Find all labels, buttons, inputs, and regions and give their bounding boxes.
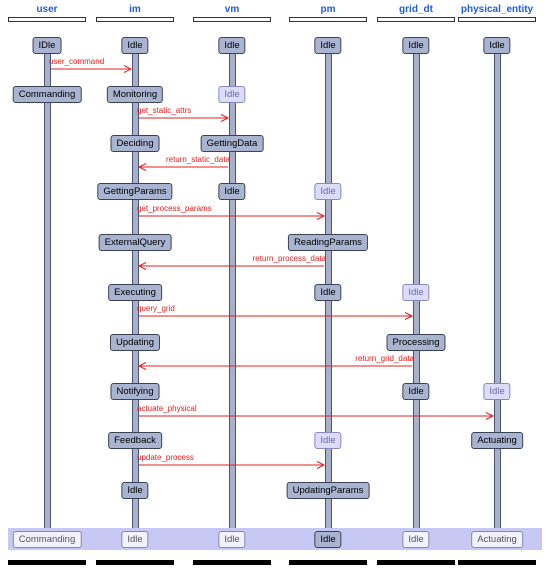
lifeline-user [43, 52, 51, 528]
message-label: get_process_params [137, 204, 212, 213]
state-box: Notifying [110, 383, 160, 400]
state-box: Idle [314, 37, 342, 54]
final-state-box: Idle [121, 531, 149, 548]
state-box: Updating [109, 334, 161, 351]
final-state-box: Idle [314, 531, 342, 548]
lifeline-vm [228, 52, 236, 528]
message-label: return_grid_data [355, 354, 414, 363]
state-box: Idle [483, 37, 511, 54]
state-box: Idle [402, 37, 430, 54]
lifeline-head-bar [96, 17, 174, 22]
lifeline-header-im: im [129, 4, 141, 15]
lifeline-foot-bar [289, 560, 367, 565]
lifeline-foot-bar [193, 560, 271, 565]
state-box: IDle [32, 37, 62, 54]
message-label: return_process_data [252, 254, 326, 263]
state-box: Idle [121, 37, 149, 54]
lifeline-header-physical-entity: physical_entity [460, 4, 534, 15]
state-box: GettingData [200, 135, 264, 152]
lifeline-foot-bar [96, 560, 174, 565]
message-label: query_grid [137, 304, 175, 313]
state-box: Deciding [110, 135, 160, 152]
message-arrow [139, 412, 495, 420]
lifeline-header-grid-dt: grid_dt [399, 4, 433, 15]
state-box: Idle [218, 86, 246, 103]
lifeline-physical-entity [493, 52, 501, 528]
lifeline-foot-bar [458, 560, 536, 565]
state-box: Idle [402, 284, 430, 301]
state-box: Actuating [471, 432, 523, 449]
lifeline-head-bar [193, 17, 271, 22]
message-arrow [139, 461, 326, 469]
state-box: Idle [314, 183, 342, 200]
final-state-box: Commanding [12, 531, 82, 548]
state-box: Executing [108, 284, 162, 301]
message-label: get_static_attrs [137, 106, 192, 115]
state-box: Idle [121, 482, 149, 499]
message-arrow [51, 65, 133, 73]
final-state-box: Actuating [471, 531, 523, 548]
state-box: Idle [314, 284, 342, 301]
state-box: Idle [314, 432, 342, 449]
final-state-box: Idle [218, 531, 246, 548]
lifeline-header-vm: vm [224, 4, 240, 15]
message-arrow [137, 163, 228, 171]
message-arrow [137, 362, 412, 370]
message-label: actuate_physical [137, 404, 197, 413]
state-box: ReadingParams [287, 234, 369, 251]
state-box: Idle [402, 383, 430, 400]
state-box: Processing [386, 334, 446, 351]
lifeline-head-bar [377, 17, 455, 22]
state-box: Monitoring [106, 86, 164, 103]
final-state-box: Idle [402, 531, 430, 548]
lifeline-foot-bar [377, 560, 455, 565]
message-arrow [139, 212, 326, 220]
lifeline-foot-bar [8, 560, 86, 565]
state-box: ExternalQuery [98, 234, 172, 251]
message-label: update_process [137, 453, 194, 462]
lifeline-header-pm: pm [320, 4, 336, 15]
lifeline-header-user: user [36, 4, 58, 15]
lifeline-head-bar [289, 17, 367, 22]
message-label: user_command [49, 57, 105, 66]
state-box: Idle [483, 383, 511, 400]
state-box: Commanding [12, 86, 82, 103]
state-box: Idle [218, 37, 246, 54]
message-arrow [139, 312, 414, 320]
message-arrow [137, 262, 324, 270]
message-label: return_static_data [165, 155, 230, 164]
state-box: UpdatingParams [286, 482, 370, 499]
state-box: Idle [218, 183, 246, 200]
lifeline-head-bar [458, 17, 536, 22]
message-arrow [139, 114, 230, 122]
lifeline-head-bar [8, 17, 86, 22]
state-box: Feedback [108, 432, 162, 449]
state-box: GettingParams [97, 183, 173, 200]
